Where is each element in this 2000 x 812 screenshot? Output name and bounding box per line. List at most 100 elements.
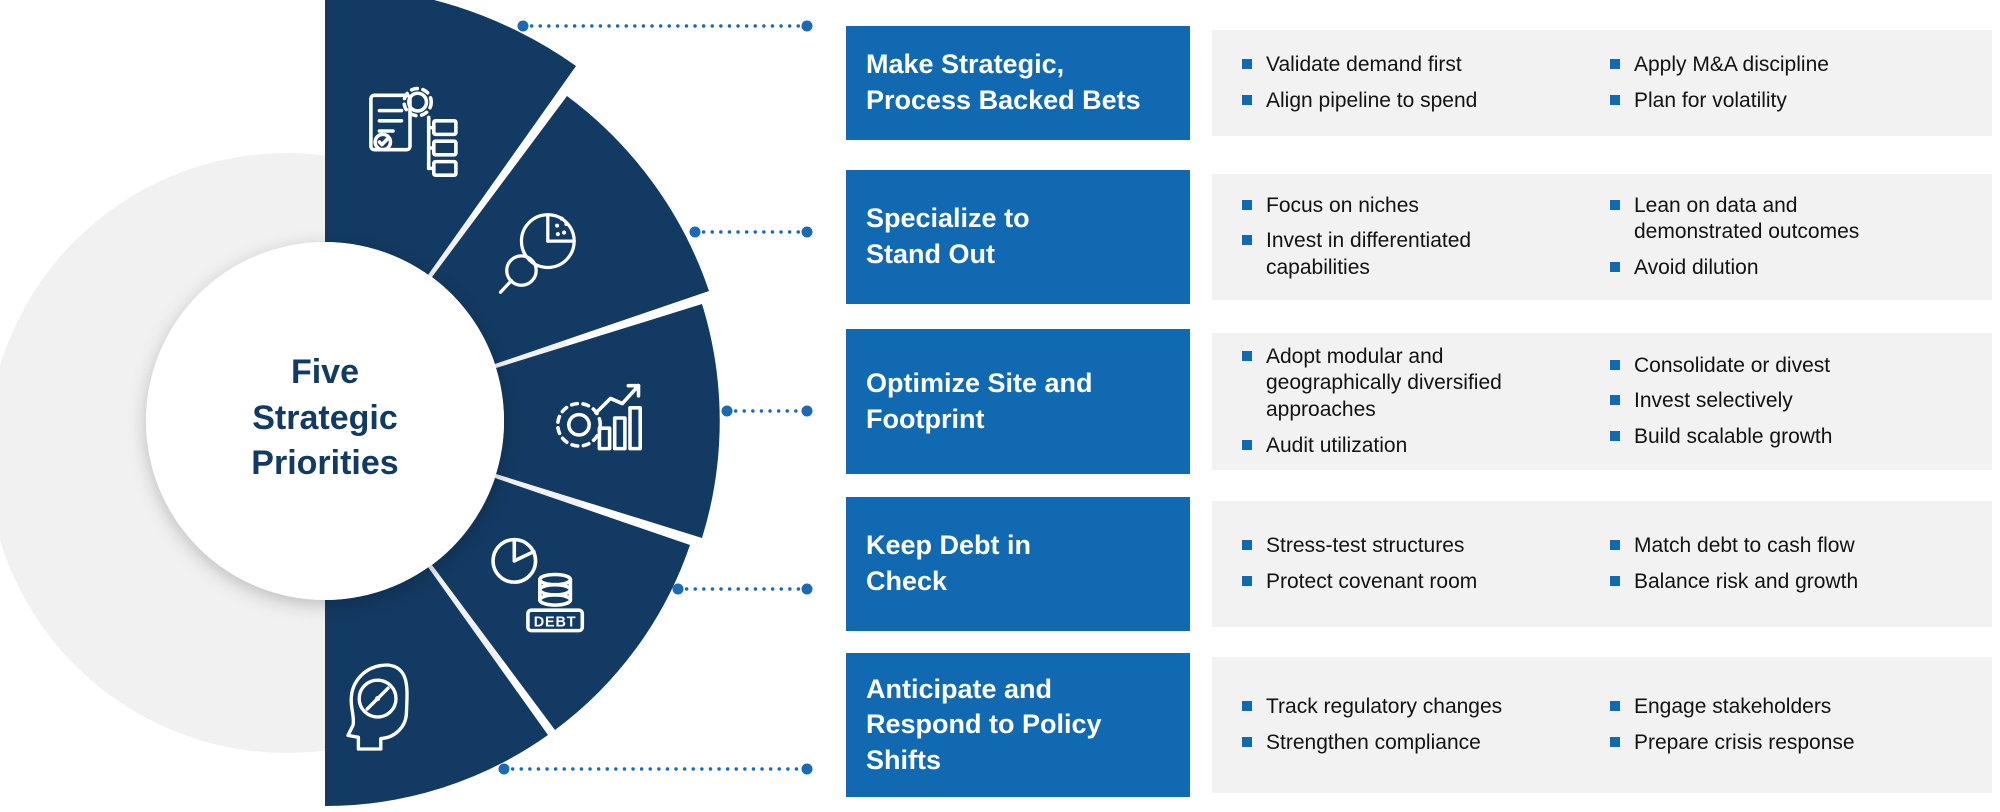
bullet-column-2: Apply M&A discipline Plan for volatility [1610, 38, 1978, 128]
detail-panel: Track regulatory changes Strengthen comp… [1212, 657, 1992, 793]
connector-3 [721, 405, 813, 417]
bullet-text: Prepare crisis response [1634, 730, 1855, 754]
connector-dot [801, 405, 813, 417]
bullet-square-icon [1242, 439, 1252, 450]
bullet-text: Apply M&A discipline [1634, 52, 1829, 76]
connector-dot [498, 763, 510, 775]
bullet-item: Balance risk and growth [1610, 569, 1960, 596]
priority-row-5: Anticipate and Respond to Policy Shifts … [846, 653, 1992, 797]
bullet-square-icon [1610, 395, 1620, 406]
bullet-square-icon [1610, 736, 1620, 747]
center-title: Five Strategic Priorities [251, 353, 399, 483]
priority-row-4: Keep Debt in Check Stress-test structure… [846, 497, 1992, 631]
bullet-square-icon [1242, 94, 1252, 105]
gear-chart-icon [555, 383, 642, 451]
document-gears-icon [369, 86, 458, 177]
bullet-square-icon [1610, 58, 1620, 69]
connector-dot [801, 763, 813, 775]
head-compass-icon [346, 663, 409, 751]
bullet-item: Track regulatory changes [1242, 694, 1592, 721]
fan-segment-3 [496, 304, 720, 538]
bullet-text: Adopt modular and geographically diversi… [1266, 344, 1502, 421]
bullet-square-icon [1610, 575, 1620, 586]
bullet-item: Prepare crisis response [1610, 730, 1960, 757]
connector-1 [517, 20, 813, 32]
priority-title: Anticipate and Respond to Policy Shifts [866, 673, 1102, 775]
bullet-item: Invest in differentiated capabilities [1242, 228, 1592, 281]
bullet-column-1: Adopt modular and geographically diversi… [1242, 341, 1610, 462]
debt-pie-icon: DEBT [491, 537, 585, 633]
priority-title-box: Optimize Site and Footprint [846, 329, 1190, 474]
debt-label: DEBT [534, 614, 577, 630]
connector-dot [689, 226, 701, 238]
priority-title: Optimize Site and Footprint [866, 367, 1093, 434]
bullet-item: Apply M&A discipline [1610, 52, 1960, 79]
priority-title: Specialize to Stand Out [866, 203, 1030, 269]
bullet-item: Protect covenant room [1242, 569, 1592, 596]
priority-title: Keep Debt in Check [866, 530, 1032, 596]
bullet-item: Plan for volatility [1610, 88, 1960, 115]
bullet-square-icon [1242, 575, 1252, 586]
bullet-square-icon [1610, 700, 1620, 711]
bullet-square-icon [1242, 539, 1252, 550]
bullet-square-icon [1610, 94, 1620, 105]
bullet-text: Audit utilization [1266, 433, 1408, 457]
bullet-text: Build scalable growth [1634, 424, 1833, 448]
bullet-item: Audit utilization [1242, 433, 1592, 460]
bullet-square-icon [1242, 700, 1252, 711]
detail-panel: Validate demand first Align pipeline to … [1212, 30, 1992, 136]
bullet-text: Protect covenant room [1266, 569, 1478, 593]
connector-dot [721, 405, 733, 417]
bullet-square-icon [1610, 359, 1620, 370]
bullet-item: Align pipeline to spend [1242, 88, 1592, 115]
bullet-text: Match debt to cash flow [1634, 533, 1855, 557]
bullet-text: Plan for volatility [1634, 88, 1787, 112]
center-circle [146, 242, 504, 600]
bullet-square-icon [1242, 199, 1252, 210]
bullet-item: Stress-test structures [1242, 533, 1592, 560]
bullet-square-icon [1610, 539, 1620, 550]
bullet-text: Engage stakeholders [1634, 694, 1832, 718]
bullet-square-icon [1610, 430, 1620, 441]
priority-title-box: Anticipate and Respond to Policy Shifts [846, 653, 1190, 797]
bullet-text: Align pipeline to spend [1266, 88, 1478, 112]
bullet-item: Validate demand first [1242, 52, 1592, 79]
bullet-square-icon [1610, 261, 1620, 272]
bullet-item: Invest selectively [1610, 388, 1960, 415]
bullet-item: Avoid dilution [1610, 255, 1960, 282]
bullet-item: Engage stakeholders [1610, 694, 1960, 721]
connector-5 [498, 763, 813, 775]
bullet-column-2: Lean on data and demonstrated outcomes A… [1610, 182, 1978, 292]
bullet-text: Invest in differentiated capabilities [1266, 229, 1472, 279]
bullet-text: Strengthen compliance [1266, 730, 1481, 754]
bullet-item: Strengthen compliance [1242, 730, 1592, 757]
detail-panel: Focus on niches Invest in differentiated… [1212, 174, 1992, 300]
priority-title-box: Specialize to Stand Out [846, 170, 1190, 304]
bullet-square-icon [1242, 736, 1252, 747]
bullet-column-2: Engage stakeholders Prepare crisis respo… [1610, 665, 1978, 785]
bullet-item: Focus on niches [1242, 193, 1592, 220]
priority-row-2: Specialize to Stand Out Focus on niches … [846, 170, 1992, 304]
magnifier-pie-icon [498, 213, 576, 294]
bullet-column-1: Track regulatory changes Strengthen comp… [1242, 665, 1610, 785]
bullet-square-icon [1242, 350, 1252, 361]
priority-title-box: Make Strategic, Process Backed Bets [846, 26, 1190, 140]
bullet-text: Lean on data and demonstrated outcomes [1634, 193, 1860, 244]
bullet-text: Validate demand first [1266, 52, 1462, 76]
bullet-text: Stress-test structures [1266, 533, 1465, 557]
connector-4 [672, 583, 813, 595]
bullet-column-1: Focus on niches Invest in differentiated… [1242, 182, 1610, 292]
bullet-text: Invest selectively [1634, 389, 1793, 413]
bullet-item: Match debt to cash flow [1610, 533, 1960, 560]
bullet-text: Balance risk and growth [1634, 569, 1859, 593]
detail-panel: Stress-test structures Protect covenant … [1212, 501, 1992, 627]
connector-2 [689, 226, 813, 238]
bullet-square-icon [1610, 199, 1620, 210]
bullet-item: Consolidate or divest [1610, 353, 1960, 380]
bullet-text: Track regulatory changes [1266, 694, 1503, 718]
bullet-item: Adopt modular and geographically diversi… [1242, 344, 1592, 424]
priority-row-1: Make Strategic, Process Backed Bets Vali… [846, 26, 1992, 140]
priority-title: Make Strategic, Process Backed Bets [866, 49, 1141, 115]
